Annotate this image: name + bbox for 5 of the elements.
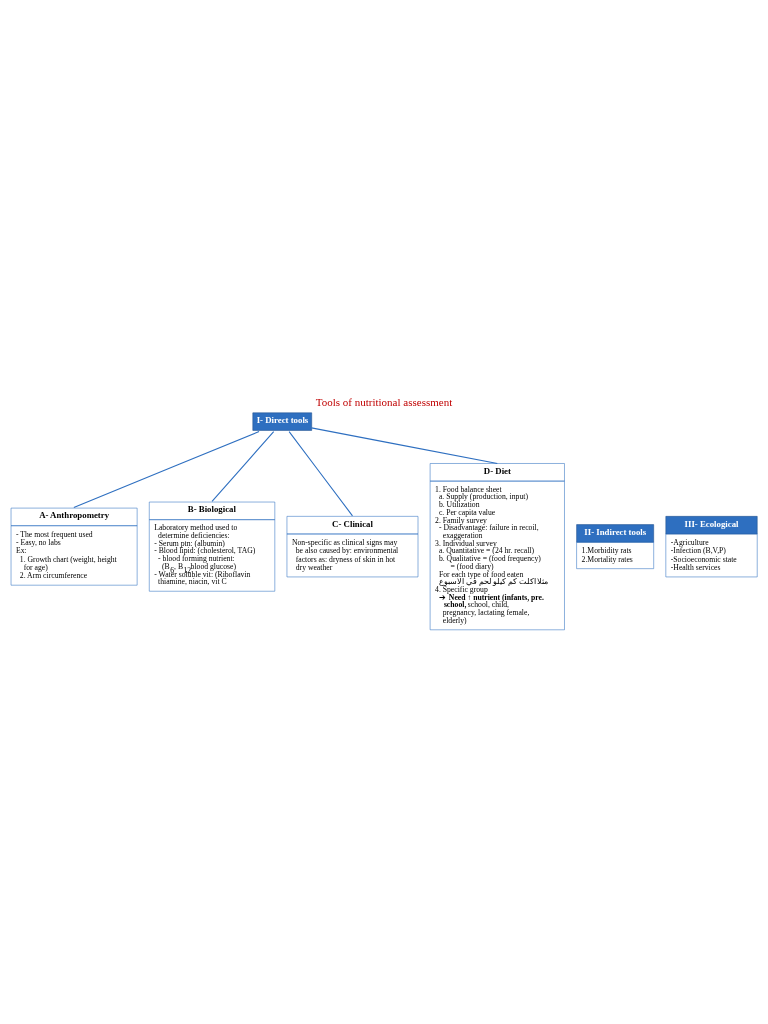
connector (288, 430, 354, 516)
connector (211, 430, 275, 502)
diagram-title: Tools of nutritional assessment (315, 395, 453, 408)
connector (73, 430, 260, 508)
connector (310, 426, 498, 464)
